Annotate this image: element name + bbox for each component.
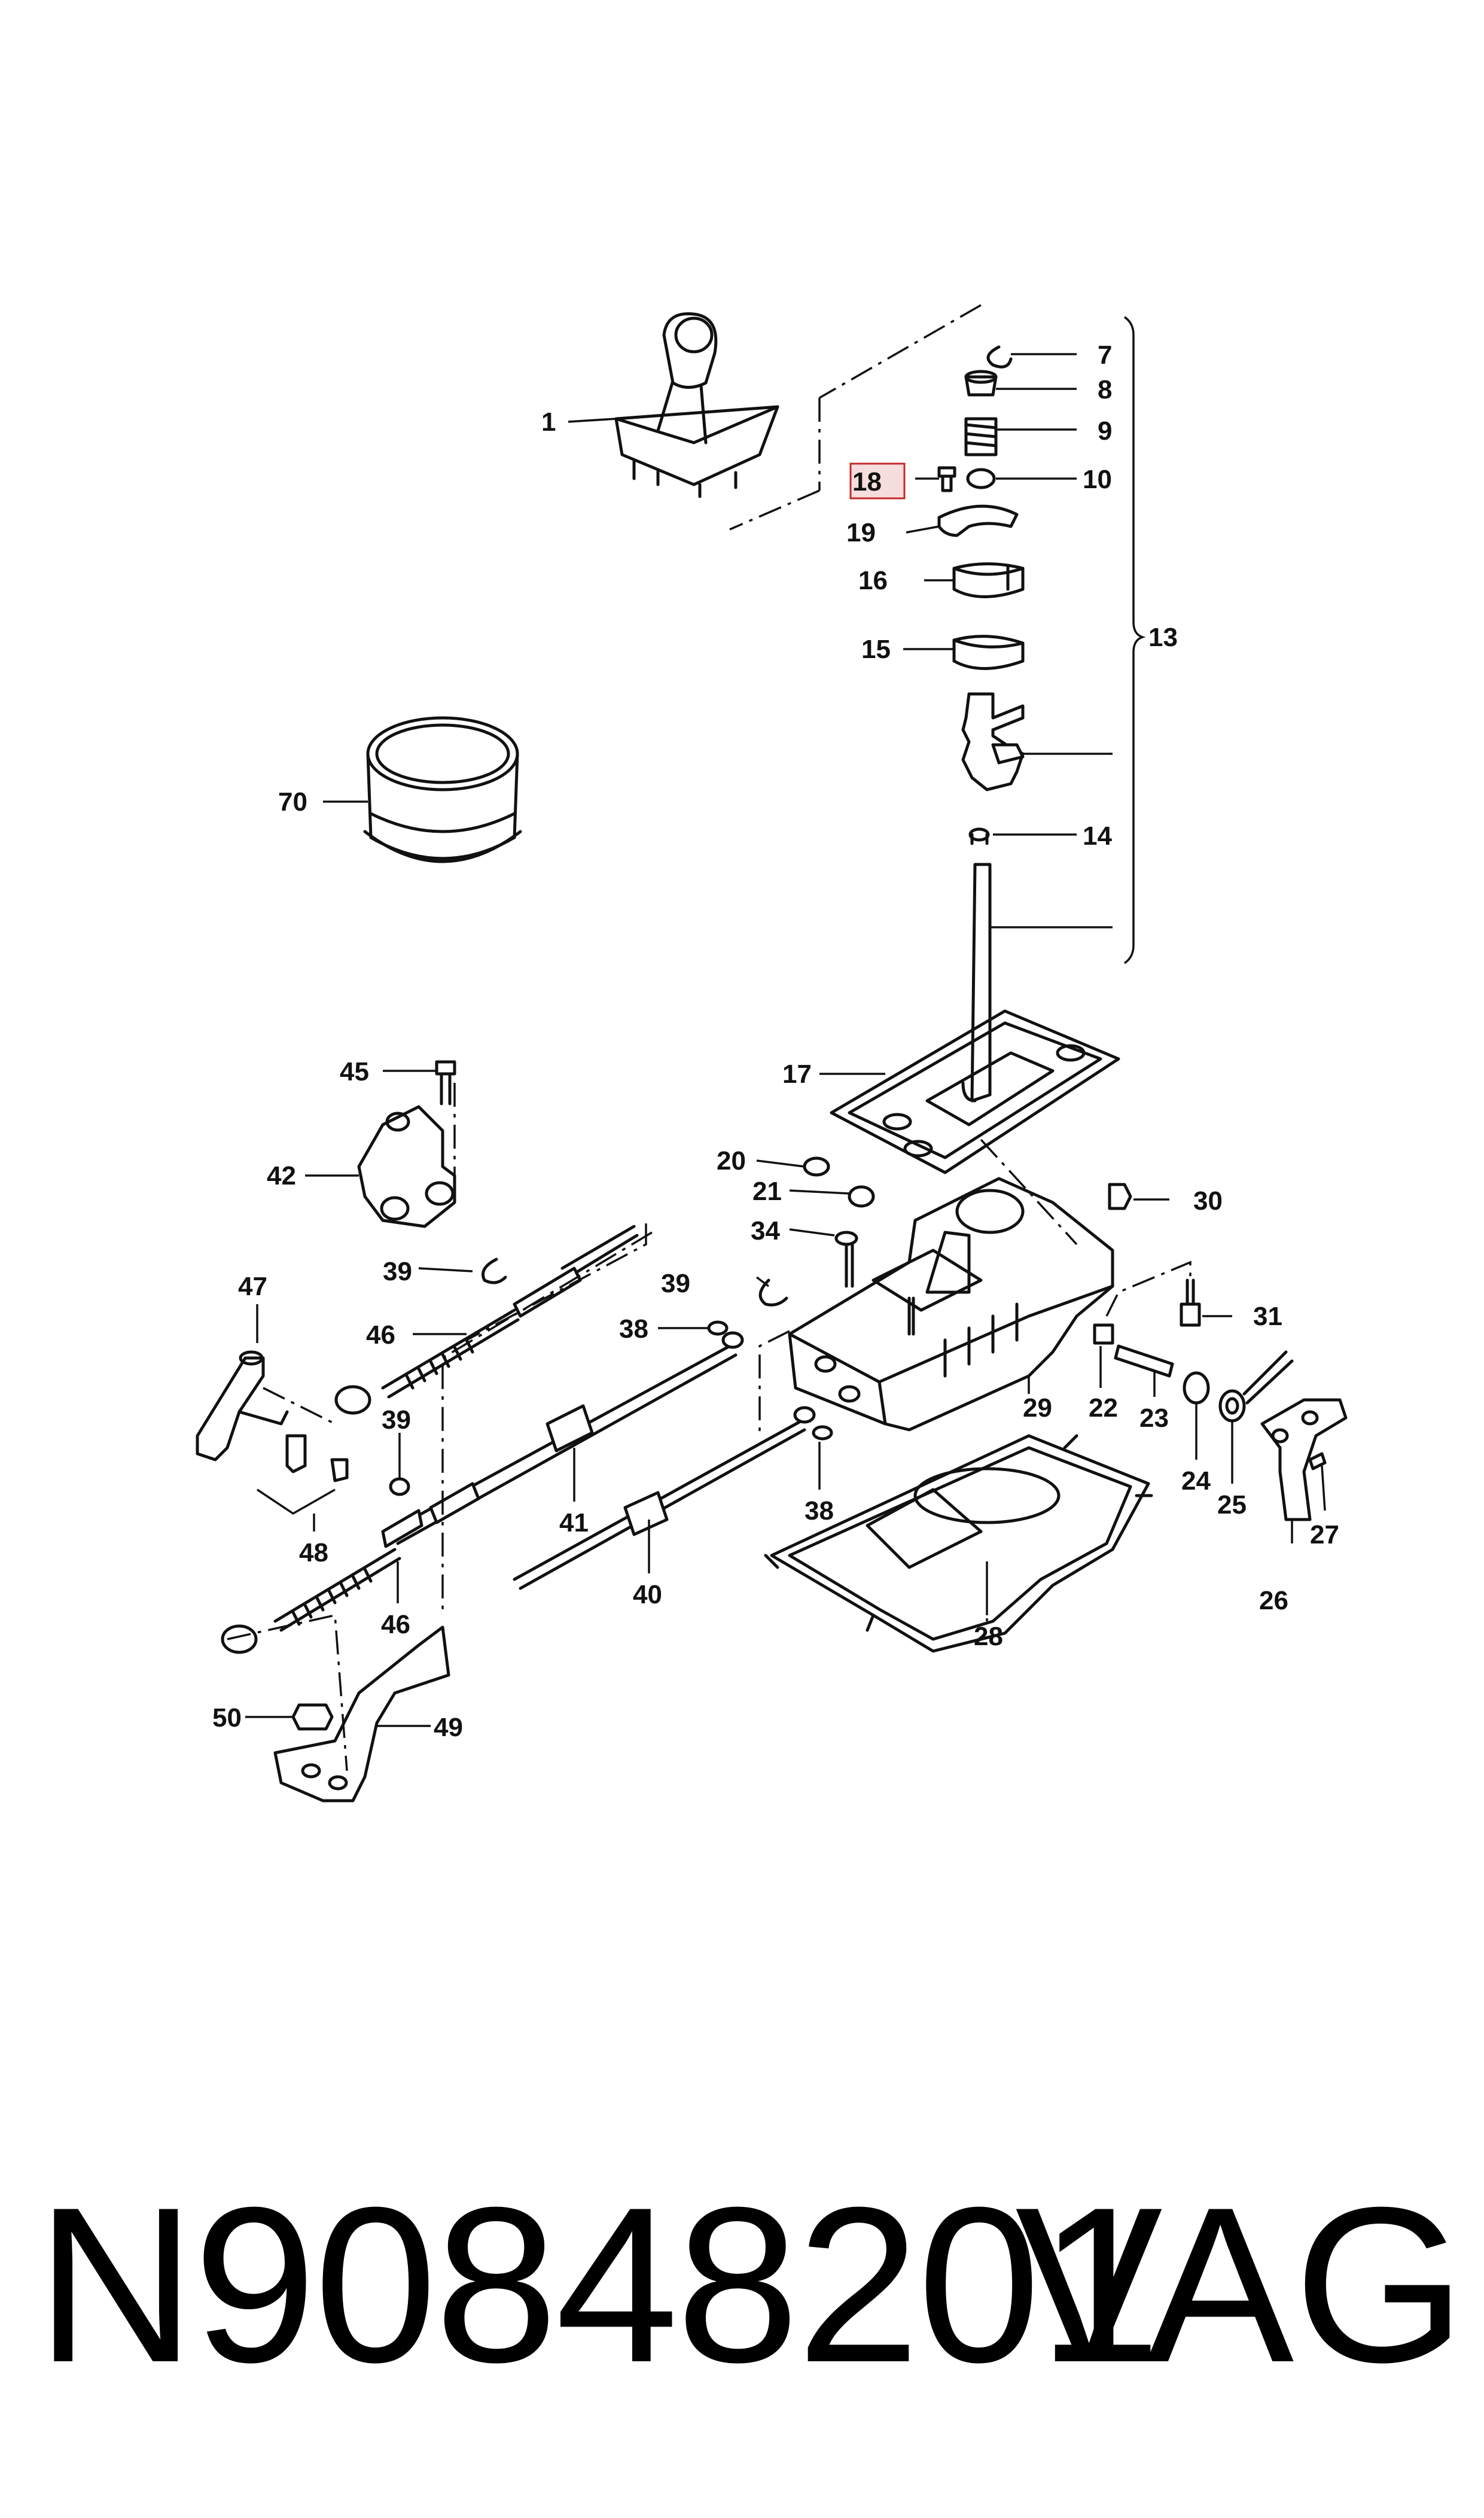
label-13: 13 bbox=[1148, 623, 1178, 652]
label-46b: 46 bbox=[381, 1610, 410, 1639]
label-39a: 39 bbox=[383, 1257, 412, 1286]
label-15: 15 bbox=[861, 635, 891, 664]
bottom-cover-plate bbox=[764, 1434, 1153, 1653]
label-25: 25 bbox=[1217, 1490, 1247, 1520]
label-50: 50 bbox=[212, 1703, 242, 1733]
label-8: 8 bbox=[1098, 375, 1112, 404]
cable-46-lower bbox=[221, 1548, 401, 1654]
label-20: 20 bbox=[717, 1146, 746, 1176]
label-39c: 39 bbox=[382, 1405, 411, 1435]
label-28: 28 bbox=[974, 1622, 1003, 1651]
mounting-bracket bbox=[357, 1060, 456, 1228]
label-16: 16 bbox=[858, 566, 888, 595]
label-30: 30 bbox=[1193, 1186, 1223, 1216]
label-7: 7 bbox=[1098, 340, 1112, 370]
label-14: 14 bbox=[1083, 821, 1112, 851]
phantom-lines bbox=[227, 304, 1192, 1771]
group-bracket bbox=[1123, 316, 1146, 964]
label-47: 47 bbox=[238, 1272, 267, 1301]
label-17: 17 bbox=[782, 1059, 812, 1089]
leader-lines bbox=[245, 353, 1326, 1727]
label-34: 34 bbox=[751, 1216, 780, 1246]
cable-46-upper bbox=[334, 1225, 639, 1415]
selector-lever-47 bbox=[196, 1350, 289, 1462]
label-42: 42 bbox=[267, 1161, 296, 1191]
label-46a: 46 bbox=[366, 1320, 395, 1350]
part-number: N90848201 bbox=[36, 2161, 1161, 2409]
label-40: 40 bbox=[633, 1580, 662, 1609]
bolt-18 bbox=[937, 466, 956, 492]
label-22: 22 bbox=[1089, 1393, 1118, 1423]
label-49: 49 bbox=[434, 1713, 463, 1742]
label-45: 45 bbox=[340, 1057, 369, 1086]
support-bracket-49 bbox=[273, 1625, 450, 1803]
label-39b: 39 bbox=[661, 1269, 690, 1298]
label-41: 41 bbox=[559, 1508, 589, 1537]
sleeve-ring-part bbox=[363, 716, 522, 863]
pins-48 bbox=[285, 1434, 349, 1482]
part-labels: 1 7 8 9 10 18 19 16 15 13 14 70 17 45 42… bbox=[212, 340, 1339, 1742]
label-19: 19 bbox=[846, 518, 876, 547]
label-26: 26 bbox=[1259, 1586, 1288, 1615]
shift-lever-assembly bbox=[937, 345, 1025, 1103]
cable-40 bbox=[513, 1406, 816, 1590]
label-24: 24 bbox=[1181, 1466, 1211, 1496]
label-27: 27 bbox=[1310, 1520, 1339, 1549]
label-9: 9 bbox=[1098, 416, 1112, 446]
label-21: 21 bbox=[752, 1177, 782, 1206]
label-18: 18 bbox=[852, 467, 882, 497]
brand-name: VAG bbox=[1015, 2161, 1466, 2409]
small-parts-right bbox=[1093, 1183, 1348, 1521]
exploded-parts-diagram: 1 7 8 9 10 18 19 16 15 13 14 70 17 45 42… bbox=[196, 304, 1348, 1803]
label-23: 23 bbox=[1139, 1403, 1169, 1433]
label-31: 31 bbox=[1253, 1302, 1282, 1331]
gasket-plate bbox=[830, 1009, 1120, 1174]
label-1: 1 bbox=[541, 407, 556, 437]
highlight-box-18 bbox=[849, 462, 906, 500]
label-70: 70 bbox=[278, 787, 307, 817]
label-10: 10 bbox=[1083, 465, 1112, 494]
selector-housing bbox=[788, 1177, 1114, 1432]
nut-50 bbox=[291, 1703, 334, 1731]
shift-boot-part bbox=[614, 312, 779, 498]
small-hardware bbox=[389, 1156, 875, 1496]
label-29: 29 bbox=[1023, 1393, 1052, 1423]
footer: N90848201 VAG bbox=[0, 2130, 1484, 2441]
label-38a: 38 bbox=[619, 1314, 648, 1344]
label-38b: 38 bbox=[805, 1496, 834, 1526]
label-48: 48 bbox=[299, 1538, 328, 1567]
